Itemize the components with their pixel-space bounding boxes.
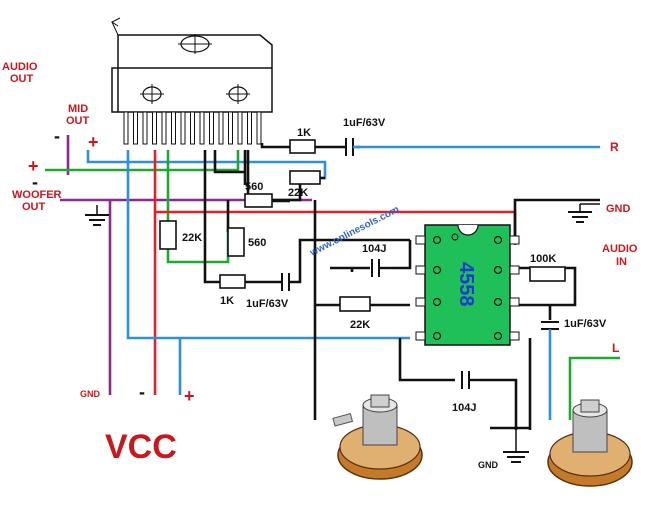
ic-pin [228,111,233,145]
resistor-22k-mid [339,296,371,312]
vcc-label: VCC [105,428,177,466]
opamp-label: 4558 [455,262,477,307]
wire-black [213,150,245,174]
gnd-label-right: GND [606,203,631,215]
wire-green [568,356,620,420]
woofer-minus-sign: - [32,172,38,192]
resistor-560-top [244,193,273,208]
opamp-pin [415,265,426,275]
r-input-label: R [610,140,619,154]
ic-pin [180,111,186,145]
capacitor-1uf-top [345,138,354,156]
ic-pin [123,111,129,145]
resistors [159,139,566,312]
potentiometer-right [547,399,633,487]
mid-plus-sign: + [88,132,99,152]
ic-pin [237,111,243,145]
capacitor-104j-bottom [461,371,470,389]
label-r-560-right: 560 [248,237,266,249]
resistor-560-right [227,227,245,257]
resistor-22k-right [289,170,321,185]
ic-pin [152,111,157,145]
wire-black [480,378,518,430]
resistor-1k-bottom [219,274,246,289]
opamp-pin [509,235,520,245]
wire-green [166,150,230,264]
resistor-100k [529,266,566,282]
ic-pin [190,111,195,145]
amplifier-pins [123,111,262,145]
ic-pin [247,111,252,145]
vcc-plus-sign: + [184,386,195,406]
label-c-1uf-bottom: 1uF/63V [246,298,289,310]
wires [45,135,620,430]
ic-pin [256,111,262,145]
label-r-22k-left: 22K [182,232,202,244]
capacitor-1uf-bottom [281,273,290,291]
ground-symbol-left [85,205,109,226]
opamp-pin [509,331,520,341]
potentiometer-left [332,394,423,480]
opamp-pin [415,297,426,307]
ic-pin [133,111,138,145]
opamp-pin [509,265,520,275]
ic-pin [209,111,214,145]
capacitors [245,138,559,389]
wire-black [392,240,412,270]
label-r-100k: 100K [530,253,556,265]
gnd-label-bottom: GND [478,460,499,470]
wire-black [290,238,410,284]
label-r-1k-top: 1K [297,127,311,139]
ic-pin [171,111,176,145]
mid-minus-sign: - [54,126,60,146]
opamp-pin [415,331,426,341]
ic-pin [161,111,167,145]
wire-black [398,338,455,382]
wire-black [260,143,290,149]
wire-black [513,198,600,240]
label-r-22k-mid: 22K [350,319,370,331]
label-r-560-top: 560 [245,181,263,193]
wire-green [45,150,240,172]
ground-symbol-bottom [503,430,529,463]
opamp-pin [509,297,520,307]
wire-black [203,150,220,284]
label-r-1k-bottom: 1K [220,295,234,307]
opamp-pin [415,235,426,245]
woofer-plus-sign: + [28,156,39,176]
label-c-1uf-right: 1uF/63V [564,318,607,330]
label-c-104j-bottom: 104J [452,402,476,414]
label-c-104j-top: 104J [362,243,386,255]
l-input-label: L [612,341,619,355]
resistor-22k-left [159,220,177,250]
ground-symbol-right [568,203,600,223]
resistor-1k-top [289,139,316,154]
vcc-minus-sign: - [139,382,145,402]
capacitor-104j-top [371,259,380,277]
gnd-label-left: GND [80,389,101,399]
opamp-4558: 4558 [415,224,520,346]
capacitor-1uf-right [541,321,559,330]
amplifier-ic [111,17,273,113]
ic-pin [199,111,205,145]
label-r-22k-right: 22K [288,187,308,199]
label-c-1uf-top: 1uF/63V [343,117,386,129]
ic-pin [218,111,224,145]
ic-pin [142,111,148,145]
